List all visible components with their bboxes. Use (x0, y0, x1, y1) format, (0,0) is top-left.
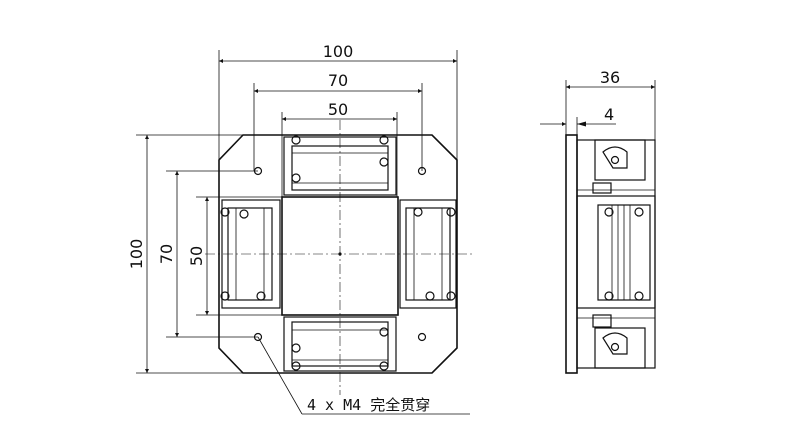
dim-label-70-h: 70 (328, 71, 348, 90)
dimension-4: 4 (540, 105, 616, 135)
dimension-70-vertical: 70 (157, 170, 258, 338)
hole-callout: 4 x M4 完全贯穿 (257, 336, 470, 415)
dimension-36: 36 (565, 68, 656, 140)
dimension-70-horizontal: 70 (253, 71, 423, 171)
hole-callout-text: 4 x M4 完全贯穿 (307, 396, 430, 414)
dimension-50-horizontal: 50 (281, 100, 398, 197)
side-upper-bracket (577, 139, 655, 194)
side-base-plate (565, 134, 578, 374)
side-lower-bracket (577, 314, 655, 369)
dimension-100-horizontal: 100 (218, 42, 458, 160)
front-view (205, 120, 472, 395)
dim-label-4: 4 (604, 105, 614, 124)
side-view (565, 134, 656, 374)
dim-label-50-v: 50 (187, 246, 206, 266)
dim-label-50-h: 50 (328, 100, 348, 119)
base-plate-outline (218, 134, 458, 374)
dim-label-100-h: 100 (323, 42, 354, 61)
side-middle-rail (576, 195, 656, 309)
dim-label-70-v: 70 (157, 244, 176, 264)
dim-label-36: 36 (600, 68, 620, 87)
dimension-100-vertical: 100 (127, 134, 243, 374)
dim-label-100-v: 100 (127, 239, 146, 270)
dimension-50-vertical: 50 (187, 196, 282, 316)
